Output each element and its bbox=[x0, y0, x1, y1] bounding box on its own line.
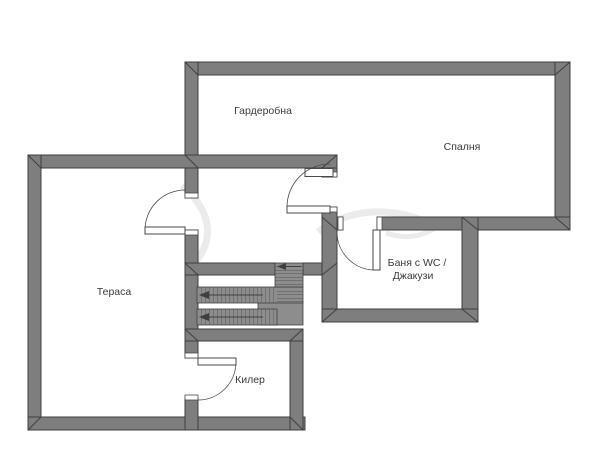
door-terrace-pantry bbox=[184, 352, 237, 401]
door-swing-arc bbox=[286, 163, 331, 208]
door-bedroom-bathroom bbox=[336, 216, 383, 271]
wall-segment bbox=[27, 154, 338, 169]
wall-corner-bevel bbox=[321, 216, 338, 231]
wall-corner-bevel bbox=[27, 416, 42, 431]
wall-segment bbox=[461, 216, 479, 323]
wall-corner-bevel bbox=[289, 416, 304, 431]
door-swing-arc bbox=[144, 189, 186, 231]
door-jamb bbox=[376, 216, 383, 231]
room-label-pantry: Килер bbox=[235, 374, 265, 386]
wall-segment bbox=[184, 397, 199, 431]
wall-segment bbox=[184, 262, 276, 276]
stair-direction-arrow bbox=[199, 313, 209, 321]
door-terrace-hall bbox=[144, 189, 199, 236]
staircase bbox=[196, 262, 304, 326]
stair-treads bbox=[277, 288, 303, 302]
wall-corner-bevel bbox=[184, 154, 199, 169]
door-jamb bbox=[184, 352, 199, 359]
door-jamb bbox=[184, 229, 199, 236]
door-leaf bbox=[144, 226, 186, 235]
stair-treads bbox=[275, 264, 303, 286]
wall-corner-bevel bbox=[27, 154, 42, 169]
door-leaf bbox=[286, 205, 331, 214]
wall-corner-bevel bbox=[184, 61, 199, 76]
wall-segment bbox=[321, 308, 479, 323]
room-label-bedroom: Спалня bbox=[444, 141, 481, 153]
wall-segment bbox=[184, 61, 199, 169]
door-header bbox=[304, 168, 334, 177]
wall-segment bbox=[27, 154, 42, 431]
wall-segment bbox=[321, 206, 338, 310]
wall-corner-bevel bbox=[289, 328, 304, 342]
stair-direction-arrow bbox=[277, 263, 286, 270]
wall-segment bbox=[302, 262, 323, 276]
wall-corner-bevel bbox=[554, 216, 571, 231]
door-jamb bbox=[184, 192, 199, 199]
door-leaf bbox=[372, 229, 381, 271]
room-label-terrace: Тераса bbox=[97, 286, 132, 298]
door-swing-arc bbox=[197, 361, 237, 401]
wall-corner-bevel bbox=[184, 262, 199, 276]
room-label-bathroom-line1: Баня с WC / bbox=[388, 257, 447, 269]
door-jamb bbox=[337, 216, 344, 231]
room-label-wardrobe: Гардеробна bbox=[234, 105, 292, 117]
door-jamb bbox=[184, 394, 199, 401]
wall-corner-bevel bbox=[461, 216, 479, 231]
door-swing-arc bbox=[336, 231, 376, 271]
wall-corner-bevel bbox=[321, 262, 338, 276]
wall-segment bbox=[184, 61, 571, 76]
wall-corner-bevel bbox=[321, 154, 338, 169]
room-labels: Гардеробна Спалня Тераса Баня с WC / Джа… bbox=[97, 105, 481, 386]
wall-corner-bevel bbox=[184, 328, 199, 342]
room-label-bathroom-line2: Джакузи bbox=[393, 270, 434, 282]
wall-segment bbox=[289, 340, 304, 431]
walls bbox=[27, 61, 571, 431]
wall-segment bbox=[554, 61, 571, 231]
wall-segment bbox=[184, 328, 304, 342]
door-hall-bedroom bbox=[286, 163, 338, 214]
wall-corner-bevel bbox=[554, 61, 571, 76]
door-leaf bbox=[197, 357, 237, 366]
wall-corner-bevel bbox=[321, 308, 338, 323]
wall-segment bbox=[27, 416, 306, 431]
wall-corner-bevel bbox=[461, 308, 479, 323]
stair-direction-arrow bbox=[199, 291, 209, 299]
